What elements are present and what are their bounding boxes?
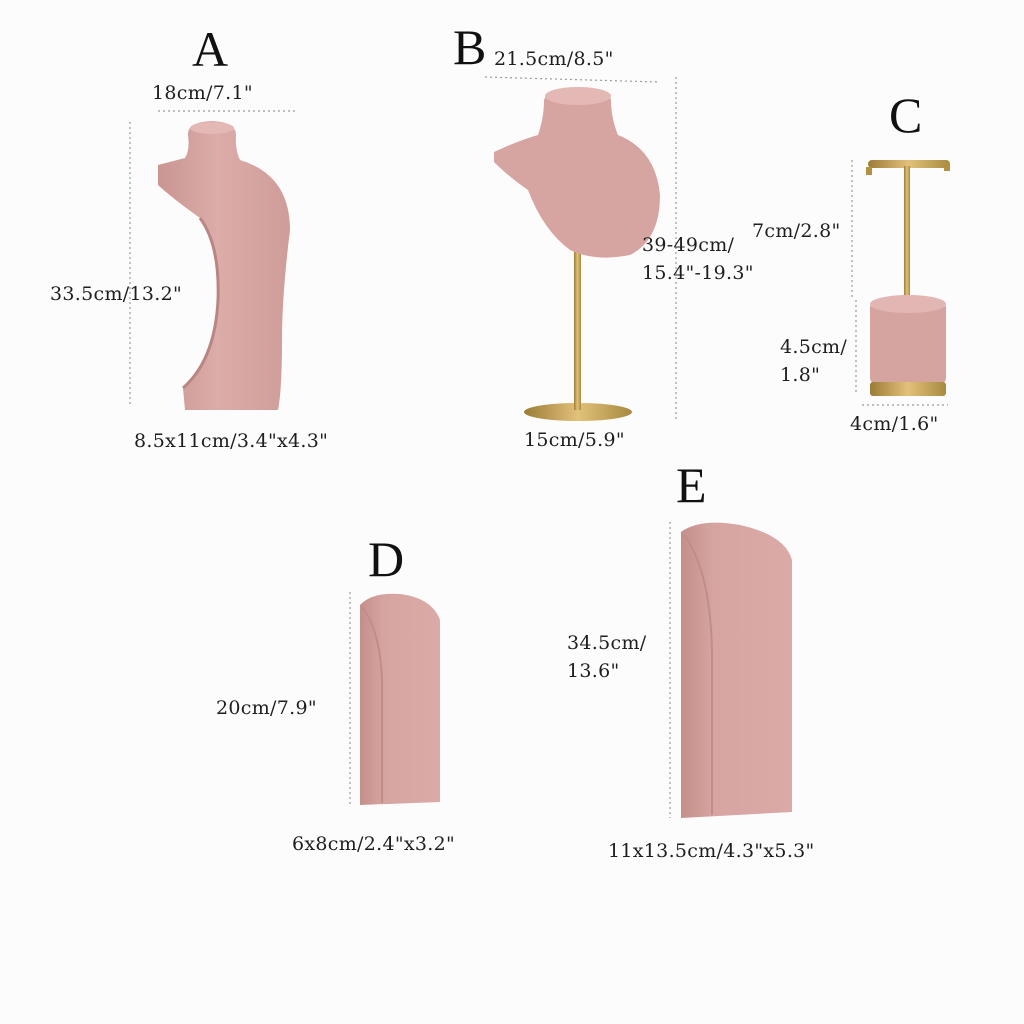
b-height-line1: 39-49cm/ — [642, 234, 735, 256]
label-c: C — [889, 87, 923, 143]
display-block-d — [360, 593, 440, 805]
c-cylinder-height-line1: 4.5cm/ — [780, 336, 848, 358]
a-base: 8.5x11cm/3.4"x4.3" — [134, 430, 329, 452]
a-top-width: 18cm/7.1" — [152, 82, 253, 104]
bust-display-a — [158, 121, 290, 410]
b-shoulder-width: 21.5cm/8.5" — [494, 48, 614, 70]
d-base: 6x8cm/2.4"x3.2" — [292, 833, 456, 855]
e-height-line1: 34.5cm/ — [567, 632, 647, 654]
b-height-line2: 15.4"-19.3" — [642, 261, 754, 284]
label-d: D — [368, 531, 405, 587]
e-base: 11x13.5cm/4.3"x5.3" — [608, 840, 815, 862]
label-e: E — [676, 457, 707, 513]
label-b: B — [453, 19, 487, 75]
c-bar-height: 7cm/2.8" — [752, 220, 841, 242]
dimension-guides — [129, 76, 948, 818]
c-cylinder-height-line2: 1.8" — [780, 363, 821, 386]
bust-display-b — [494, 87, 660, 421]
c-diameter: 4cm/1.6" — [850, 413, 939, 435]
display-block-e — [681, 522, 792, 818]
e-height: 34.5cm/ 13.6" — [567, 630, 646, 685]
b-height: 39-49cm/ 15.4"-19.3" — [642, 232, 754, 287]
d-height: 20cm/7.9" — [216, 697, 317, 719]
e-height-line2: 13.6" — [567, 659, 620, 682]
label-a: A — [192, 21, 229, 77]
earring-stand-c — [866, 160, 950, 396]
c-cylinder-height: 4.5cm/ 1.8" — [780, 334, 847, 389]
a-height: 33.5cm/13.2" — [50, 283, 183, 305]
b-base: 15cm/5.9" — [524, 429, 625, 451]
